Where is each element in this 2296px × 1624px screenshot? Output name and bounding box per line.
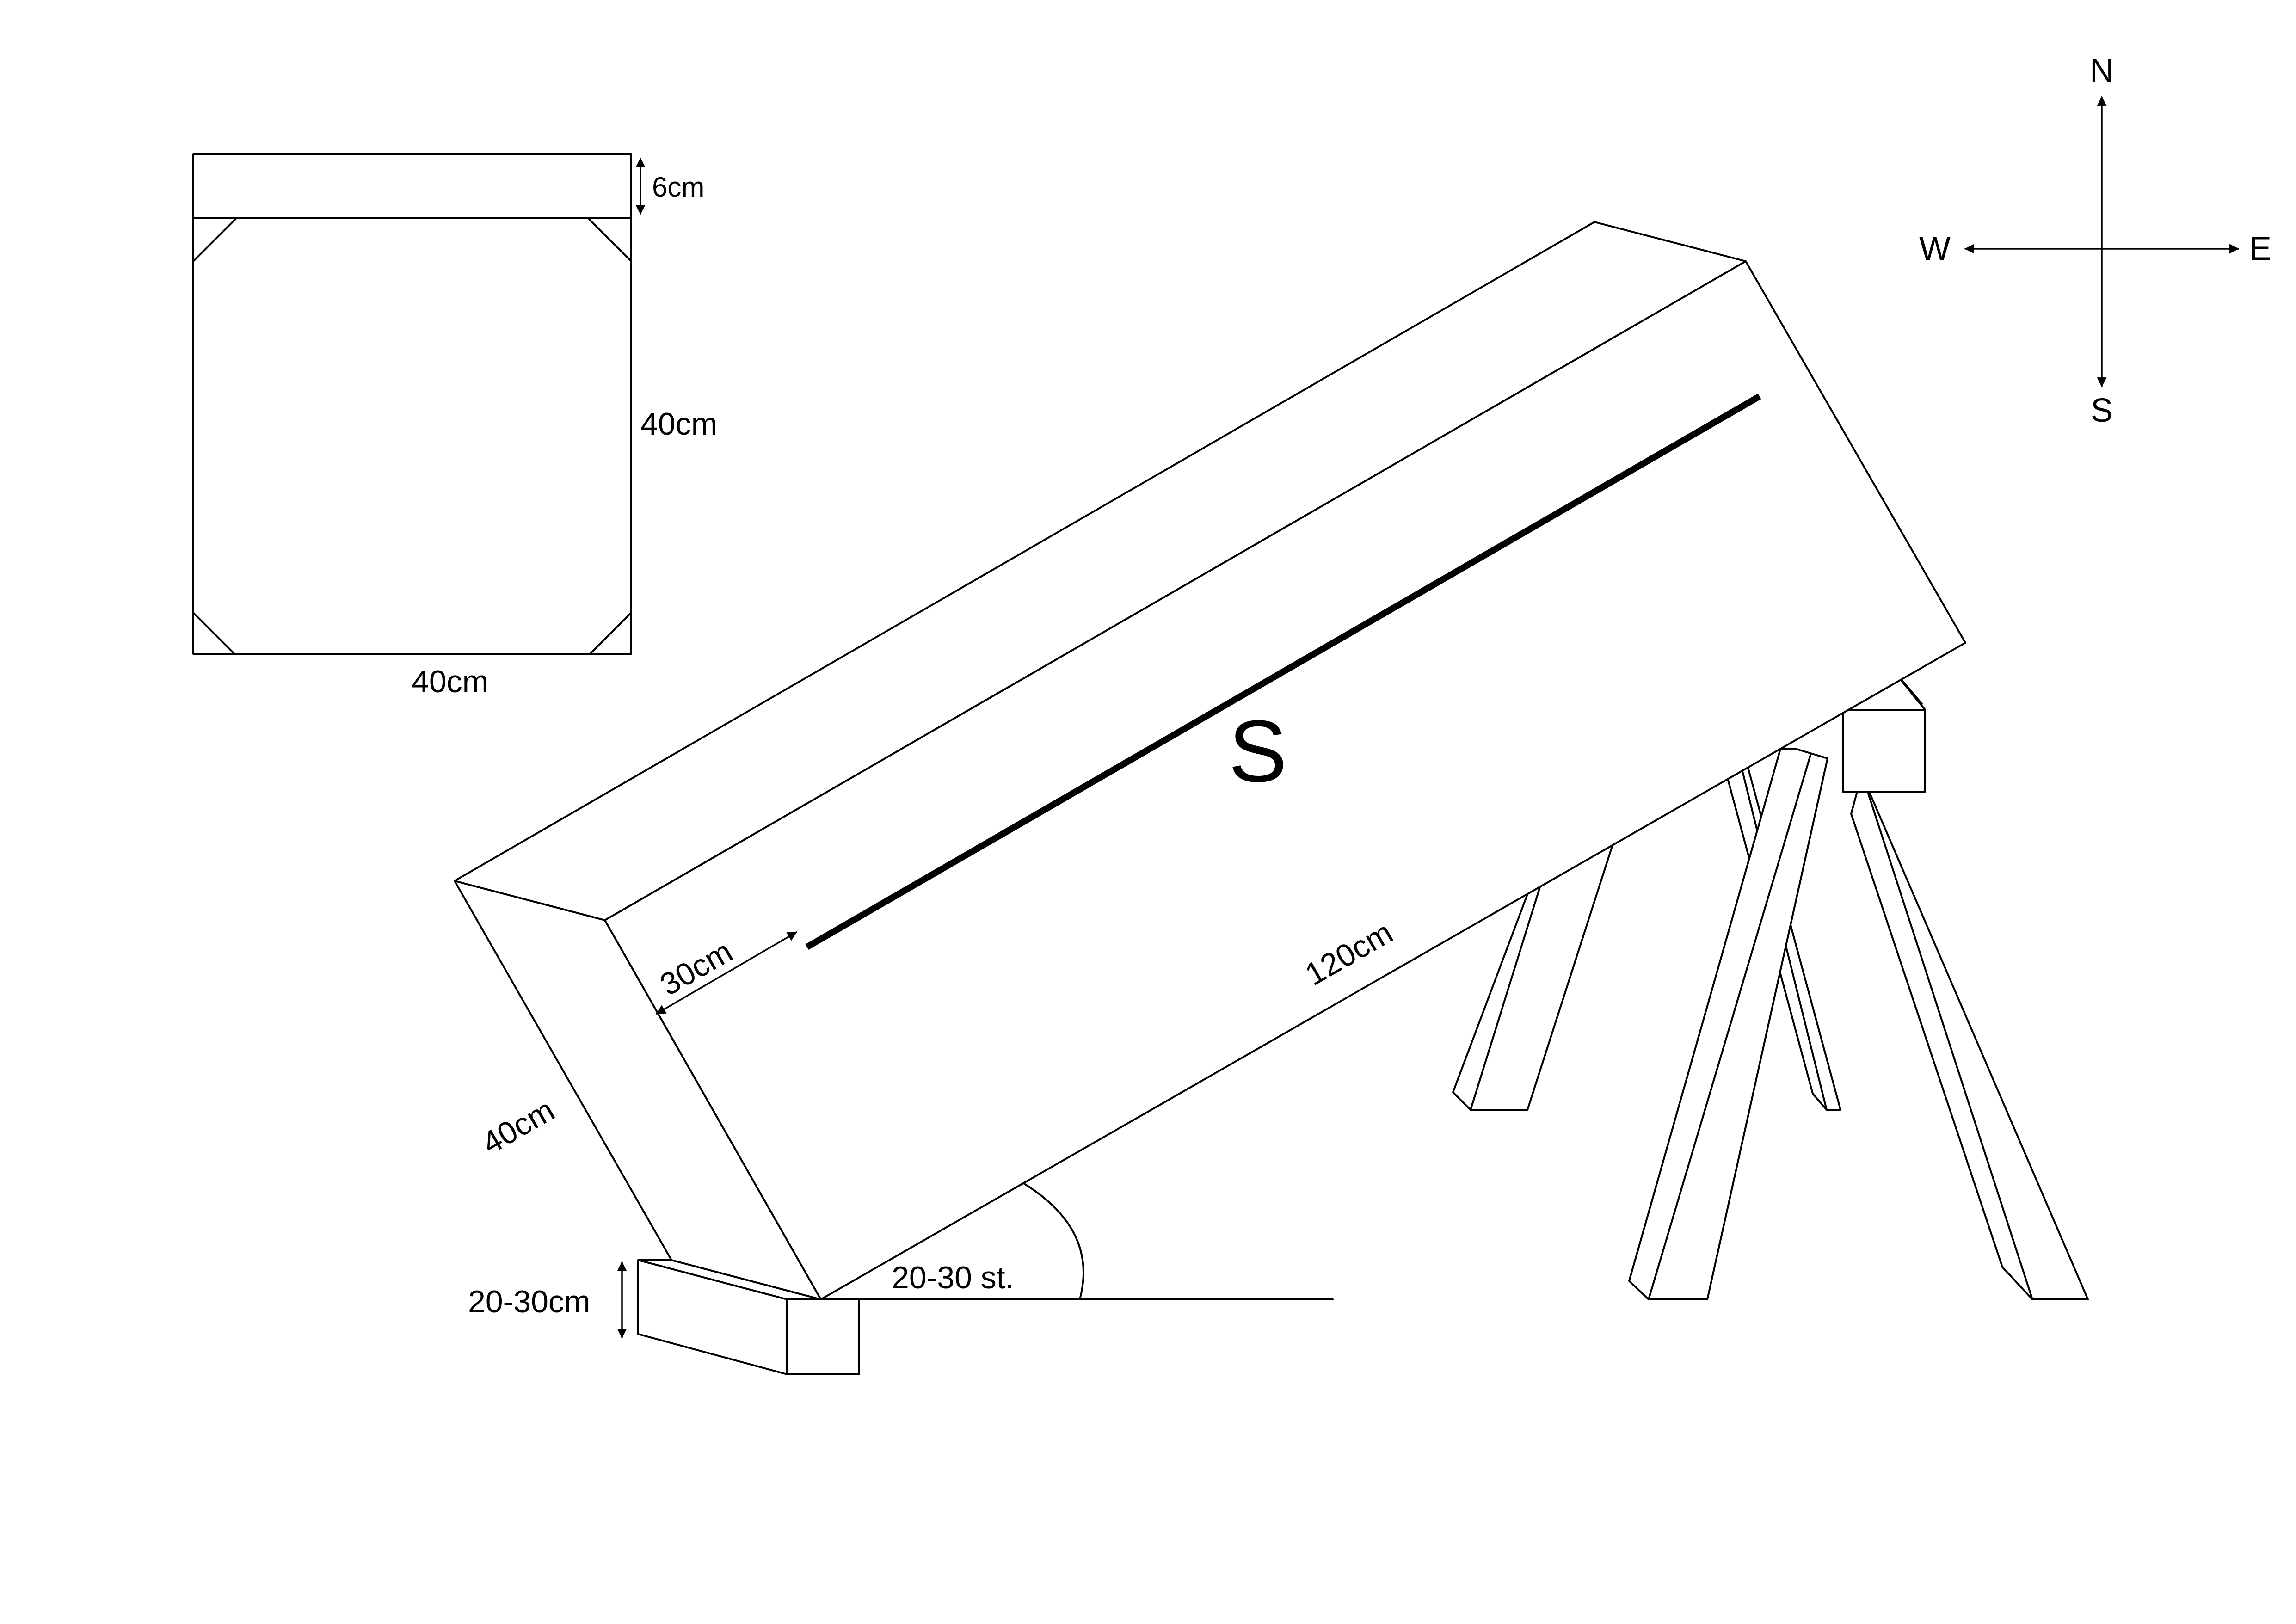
ground-and-angle: 20-30 st. (820, 1183, 1334, 1300)
tilt-angle-label: 20-30 st. (892, 1260, 1014, 1295)
support-height-label: 20-30cm (468, 1284, 591, 1319)
box-front-face (604, 260, 1966, 1300)
compass-north-label: N (2090, 52, 2114, 89)
compass-south-label: S (2091, 392, 2113, 429)
angle-arc (1023, 1183, 1084, 1300)
sawhorse-front-post (1842, 709, 1926, 793)
sawhorse-front-right-leg (1850, 791, 2089, 1300)
sawhorse-front-right-leg-edge (1867, 793, 2033, 1300)
sawhorse-front-left-leg-edge (1648, 754, 1811, 1300)
face-marker-label: S (1229, 702, 1287, 800)
support-block: 20-30cm (468, 1259, 860, 1375)
corner-brace-bl (192, 612, 235, 655)
detail-width-label: 40cm (412, 664, 488, 699)
compass-rose: N S E W (1919, 52, 2271, 429)
slot-offset-arrow (656, 931, 797, 1015)
corner-brace-br (589, 612, 632, 655)
tilted-box: S (454, 221, 1966, 1300)
detail-outline (192, 153, 632, 655)
detail-view: 6cm 40cm 40cm (192, 153, 717, 699)
compass-west-label: W (1919, 230, 1951, 267)
box-end-height-label: 40cm (476, 1092, 560, 1161)
corner-brace-tr (587, 217, 632, 262)
support-block-front (786, 1298, 860, 1375)
lid-thickness-label: 6cm (652, 172, 704, 203)
sawhorse-back-left-leg-edge (1470, 883, 1542, 1111)
glass-slot-line (805, 393, 1761, 950)
detail-height-label: 40cm (640, 406, 717, 442)
compass-east-label: E (2249, 230, 2271, 267)
corner-brace-tl (192, 217, 237, 262)
